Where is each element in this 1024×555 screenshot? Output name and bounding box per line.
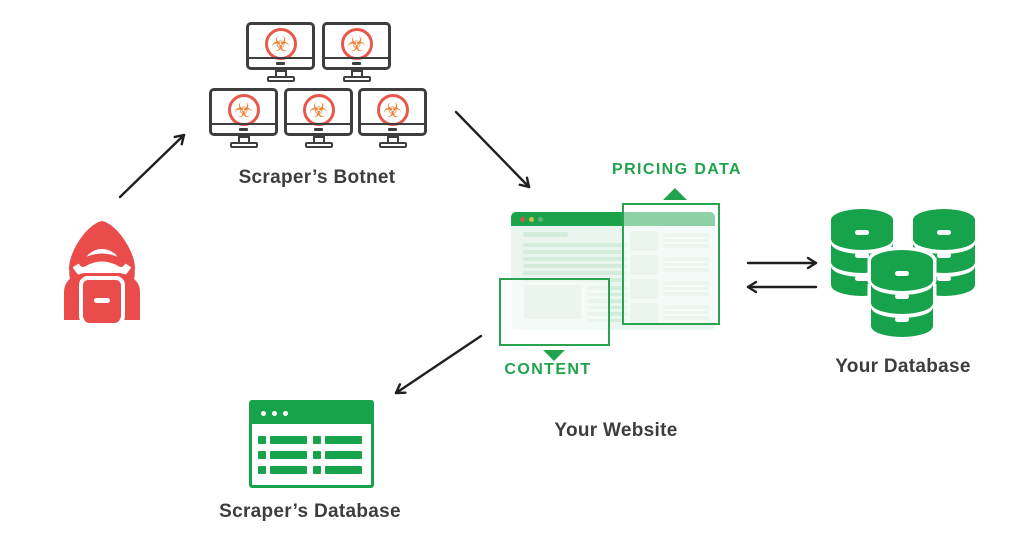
monitor-stand (312, 136, 325, 142)
arrow-website-to-scraper-database (394, 334, 483, 395)
botnet-computer: ☣ (358, 88, 427, 148)
monitor-chin (212, 123, 275, 133)
window-control-dot (283, 411, 288, 416)
botnet-group: ☣ ☣ ☣ ☣ (209, 22, 428, 148)
biohazard-icon: ☣ (264, 28, 297, 60)
biohazard-icon: ☣ (340, 28, 373, 60)
pricing-data-pointer-icon (663, 188, 687, 200)
monitor-chin (325, 57, 388, 67)
window-control-dot-green (538, 216, 543, 222)
monitor-screen: ☣ (322, 22, 391, 70)
window-control-dot-red (520, 216, 525, 222)
monitor-chin (361, 123, 424, 133)
botnet-computer: ☣ (322, 22, 391, 82)
window-control-dot (261, 411, 266, 416)
website-label: Your Website (554, 420, 678, 441)
table-window-titlebar (252, 403, 371, 424)
table-window-icon (249, 400, 374, 488)
pricing-data-label: PRICING DATA (612, 161, 742, 178)
monitor-base (229, 142, 258, 148)
monitor-stand (350, 70, 363, 76)
scraper-database-label: Scraper’s Database (219, 501, 401, 522)
monitor-stand (237, 136, 250, 142)
arrow-botnet-to-website (454, 110, 531, 189)
botnet-computer: ☣ (284, 88, 353, 148)
monitor-chin (249, 57, 312, 67)
content-callout-box (499, 278, 610, 346)
window-control-dot-yellow (529, 216, 534, 222)
monitor-screen: ☣ (246, 22, 315, 70)
content-label: CONTENT (504, 361, 592, 378)
monitor-screen: ☣ (358, 88, 427, 136)
botnet-computer: ☣ (209, 88, 278, 148)
monitor-stand (274, 70, 287, 76)
biohazard-icon: ☣ (227, 94, 260, 126)
pricing-data-callout-box (622, 203, 720, 325)
biohazard-icon: ☣ (302, 94, 335, 126)
monitor-chin (287, 123, 350, 133)
window-control-dot (272, 411, 277, 416)
database-stack-icon (831, 209, 975, 341)
monitor-base (266, 76, 295, 82)
botnet-label: Scraper’s Botnet (238, 167, 396, 188)
monitor-screen: ☣ (209, 88, 278, 136)
table-rows (252, 424, 371, 485)
hacker-icon (64, 221, 140, 323)
content-pointer-icon (543, 350, 565, 361)
your-database-label: Your Database (835, 356, 971, 377)
botnet-computer: ☣ (246, 22, 315, 82)
biohazard-icon: ☣ (376, 94, 409, 126)
monitor-base (304, 142, 333, 148)
monitor-stand (386, 136, 399, 142)
monitor-screen: ☣ (284, 88, 353, 136)
monitor-base (342, 76, 371, 82)
monitor-base (378, 142, 407, 148)
arrow-hacker-to-botnet (118, 133, 186, 199)
